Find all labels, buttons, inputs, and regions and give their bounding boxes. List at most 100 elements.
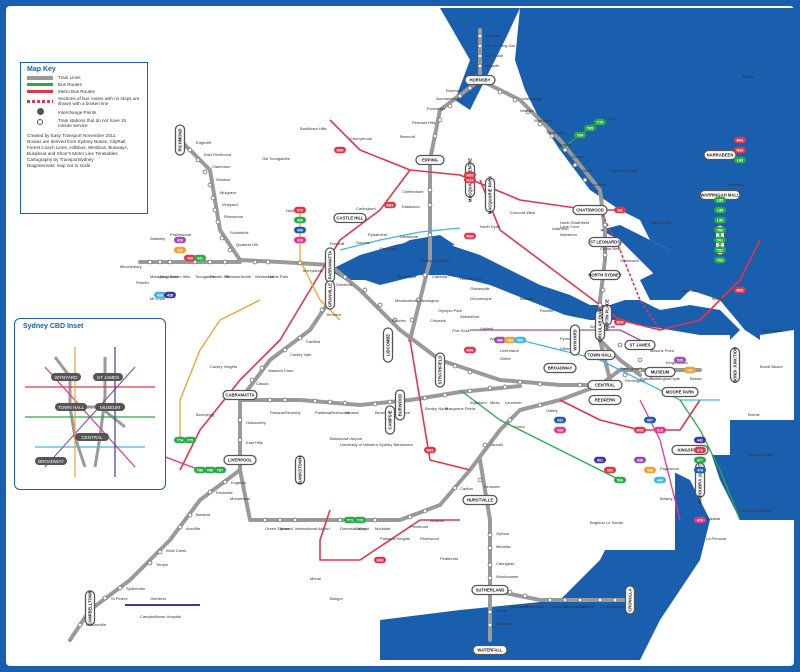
hub-redfern[interactable]: REDFERN: [588, 394, 622, 406]
hub-bondi-junction[interactable]: BONDI JUNCTION: [729, 347, 741, 383]
route-badge[interactable]: M40: [464, 346, 476, 354]
route-badge[interactable]: 420: [174, 236, 186, 244]
route-badge-bg: [214, 466, 226, 474]
route-badge[interactable]: L88: [714, 206, 726, 214]
hub-cabramatta[interactable]: CABRAMATTA: [222, 389, 258, 401]
hub-broadway[interactable]: BROADWAY: [543, 362, 577, 374]
route-badge[interactable]: 470: [694, 446, 706, 454]
route-badge[interactable]: L60: [734, 156, 746, 164]
hub-narrabeen[interactable]: NARRABEEN: [703, 149, 737, 161]
hub-museum[interactable]: MUSEUM: [644, 366, 676, 378]
route-badge[interactable]: M54: [614, 318, 626, 326]
route-badge[interactable]: T71: [344, 516, 356, 524]
route-badge[interactable]: M60: [334, 146, 346, 154]
hub-burwood[interactable]: BURWOOD: [394, 389, 406, 421]
hub-cronulla[interactable]: CRONULLA: [624, 585, 636, 615]
hub-strathfield[interactable]: STRATHFIELD: [434, 352, 446, 388]
route-badge[interactable]: 501: [594, 456, 606, 464]
key-note: Created by Easy Transport November 2011.: [27, 133, 117, 138]
route-badge[interactable]: T65: [584, 124, 596, 132]
hub-hurstville[interactable]: HURSTVILLE: [462, 494, 498, 506]
route-badge[interactable]: 431: [194, 254, 206, 262]
route-badge[interactable]: 436: [634, 456, 646, 464]
route-badge[interactable]: 502: [604, 466, 616, 474]
route-badge[interactable]: L85: [714, 196, 726, 204]
route-badge[interactable]: M20: [464, 171, 476, 179]
route-badge[interactable]: 507: [644, 416, 656, 424]
route-badge[interactable]: 515: [654, 426, 666, 434]
hub-liverpool[interactable]: LIVERPOOL: [223, 454, 257, 466]
route-badge[interactable]: T60: [714, 226, 726, 234]
route-badge[interactable]: M92: [734, 146, 746, 154]
hub-central[interactable]: CENTRAL: [587, 379, 623, 391]
hub-chatswood[interactable]: CHATSWOOD: [572, 204, 608, 216]
hub-martin-place[interactable]: MARTIN PLACE: [601, 299, 613, 331]
hub-epping[interactable]: EPPING: [415, 154, 445, 166]
hub-moore-park[interactable]: MOORE PARK: [661, 386, 699, 398]
route-badge[interactable]: 483: [504, 336, 516, 344]
hub-macquarie-park[interactable]: MACQUARIE PARK: [484, 176, 496, 215]
hub-st-james[interactable]: ST JAMES: [624, 339, 656, 351]
route-badge[interactable]: T72: [354, 516, 366, 524]
route-badge[interactable]: 477: [694, 456, 706, 464]
route-badge[interactable]: 478: [694, 466, 706, 474]
route-badge[interactable]: T70: [594, 118, 606, 126]
route-badge[interactable]: 423: [174, 246, 186, 254]
route-badge[interactable]: T61: [714, 236, 726, 244]
route-badge[interactable]: 500: [514, 336, 526, 344]
route-badge[interactable]: M61: [384, 201, 396, 209]
route-badge[interactable]: 506: [614, 476, 626, 484]
route-badge[interactable]: 400: [294, 226, 306, 234]
route-badge[interactable]: 390: [294, 216, 306, 224]
route-badge[interactable]: T87: [214, 466, 226, 474]
route-badge[interactable]: T75: [184, 436, 196, 444]
hub-waterfall[interactable]: WATERFALL: [472, 644, 508, 656]
route-badge[interactable]: M91: [734, 136, 746, 144]
route-badge[interactable]: T63: [714, 256, 726, 264]
route-badge[interactable]: 520: [674, 356, 686, 364]
route-badge[interactable]: 479: [694, 516, 706, 524]
route-badge[interactable]: 410: [294, 236, 306, 244]
route-badge[interactable]: M90: [374, 556, 386, 564]
hub-hornsby[interactable]: HORNSBY: [464, 74, 496, 86]
route-badge[interactable]: L90: [714, 216, 726, 224]
route-badge[interactable]: 440: [654, 476, 666, 484]
hub-parramatta[interactable]: PARRAMATTA: [324, 247, 336, 283]
route-badge[interactable]: M30: [464, 232, 476, 240]
route-badge[interactable]: T64: [574, 131, 586, 139]
route-badge[interactable]: M52: [734, 286, 746, 294]
route-badge[interactable]: 432: [554, 416, 566, 424]
route-badge[interactable]: 480: [494, 336, 506, 344]
station-label: Panania: [270, 410, 285, 415]
route-badge[interactable]: 428: [164, 291, 176, 299]
route-badge[interactable]: T74: [174, 436, 186, 444]
hub-campsie[interactable]: CAMPSIE: [384, 405, 396, 435]
hub-richmond[interactable]: RICHMOND: [174, 124, 186, 156]
route-badge[interactable]: M2: [614, 206, 626, 214]
hub-maroubra-junction[interactable]: MAROUBRA JUNCTION: [694, 456, 706, 504]
route-badge[interactable]: 426: [154, 291, 166, 299]
hub-st-leonards[interactable]: ST LEONARDS: [588, 236, 622, 248]
hub-north-sydney[interactable]: NORTH SYDNEY: [588, 269, 622, 281]
hub-lidcombe[interactable]: LIDCOMBE: [382, 327, 394, 363]
hub-bankstown[interactable]: BANKSTOWN: [294, 455, 306, 485]
route-badge[interactable]: M50: [634, 426, 646, 434]
hub-town-hall[interactable]: TOWN HALL: [584, 349, 616, 361]
hub-wynyard[interactable]: WYNYARD: [569, 324, 581, 356]
hub-castle-hill[interactable]: CASTLE HILL: [333, 212, 367, 224]
route-badge[interactable]: M10: [464, 176, 476, 184]
hub-granville[interactable]: GRANVILLE: [324, 280, 336, 310]
route-badge[interactable]: 370: [294, 206, 306, 214]
route-badge[interactable]: T80: [194, 466, 206, 474]
route-badge[interactable]: 433: [554, 426, 566, 434]
route-badge[interactable]: 550: [684, 366, 696, 374]
route-badge[interactable]: M41: [424, 446, 436, 454]
route-badge[interactable]: 430: [184, 254, 196, 262]
hub-sutherland[interactable]: SUTHERLAND: [471, 584, 509, 596]
route-badge[interactable]: 441: [694, 436, 706, 444]
route-badge[interactable]: T62: [714, 246, 726, 254]
train-line-east-hills: [238, 398, 562, 522]
hub-campbelltown[interactable]: CAMPBELLTOWN: [84, 590, 96, 626]
route-badge[interactable]: T86: [204, 466, 216, 474]
route-badge[interactable]: 438: [644, 466, 656, 474]
